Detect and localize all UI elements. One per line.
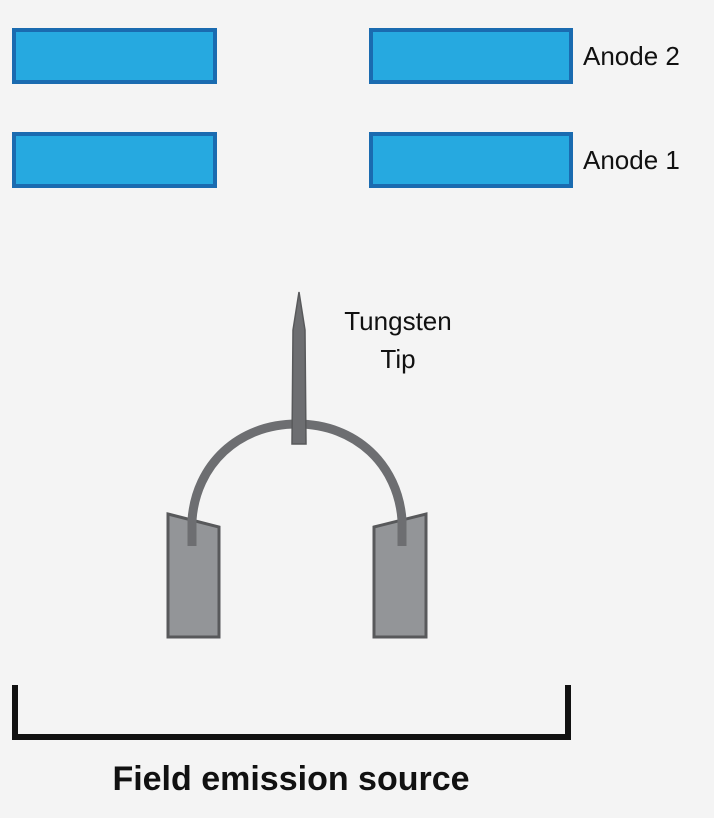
left-filament-holder — [166, 512, 221, 639]
tungsten-tip-label-line-2: Tip — [380, 344, 415, 374]
anode-1-left-plate — [12, 132, 217, 188]
right-filament-holder — [372, 512, 428, 639]
tungsten-tip-label-line-1: Tungsten — [344, 306, 451, 336]
anode-1-label: Anode 1 — [583, 145, 680, 175]
anode-2-left-plate — [12, 28, 217, 84]
field-emission-source-label: Field emission source — [112, 760, 469, 798]
anode-1-right-plate — [369, 132, 573, 188]
tungsten-tip — [291, 291, 307, 445]
source-bracket — [12, 685, 571, 740]
anode-2-label: Anode 2 — [583, 41, 680, 71]
anode-2-right-plate — [369, 28, 573, 84]
